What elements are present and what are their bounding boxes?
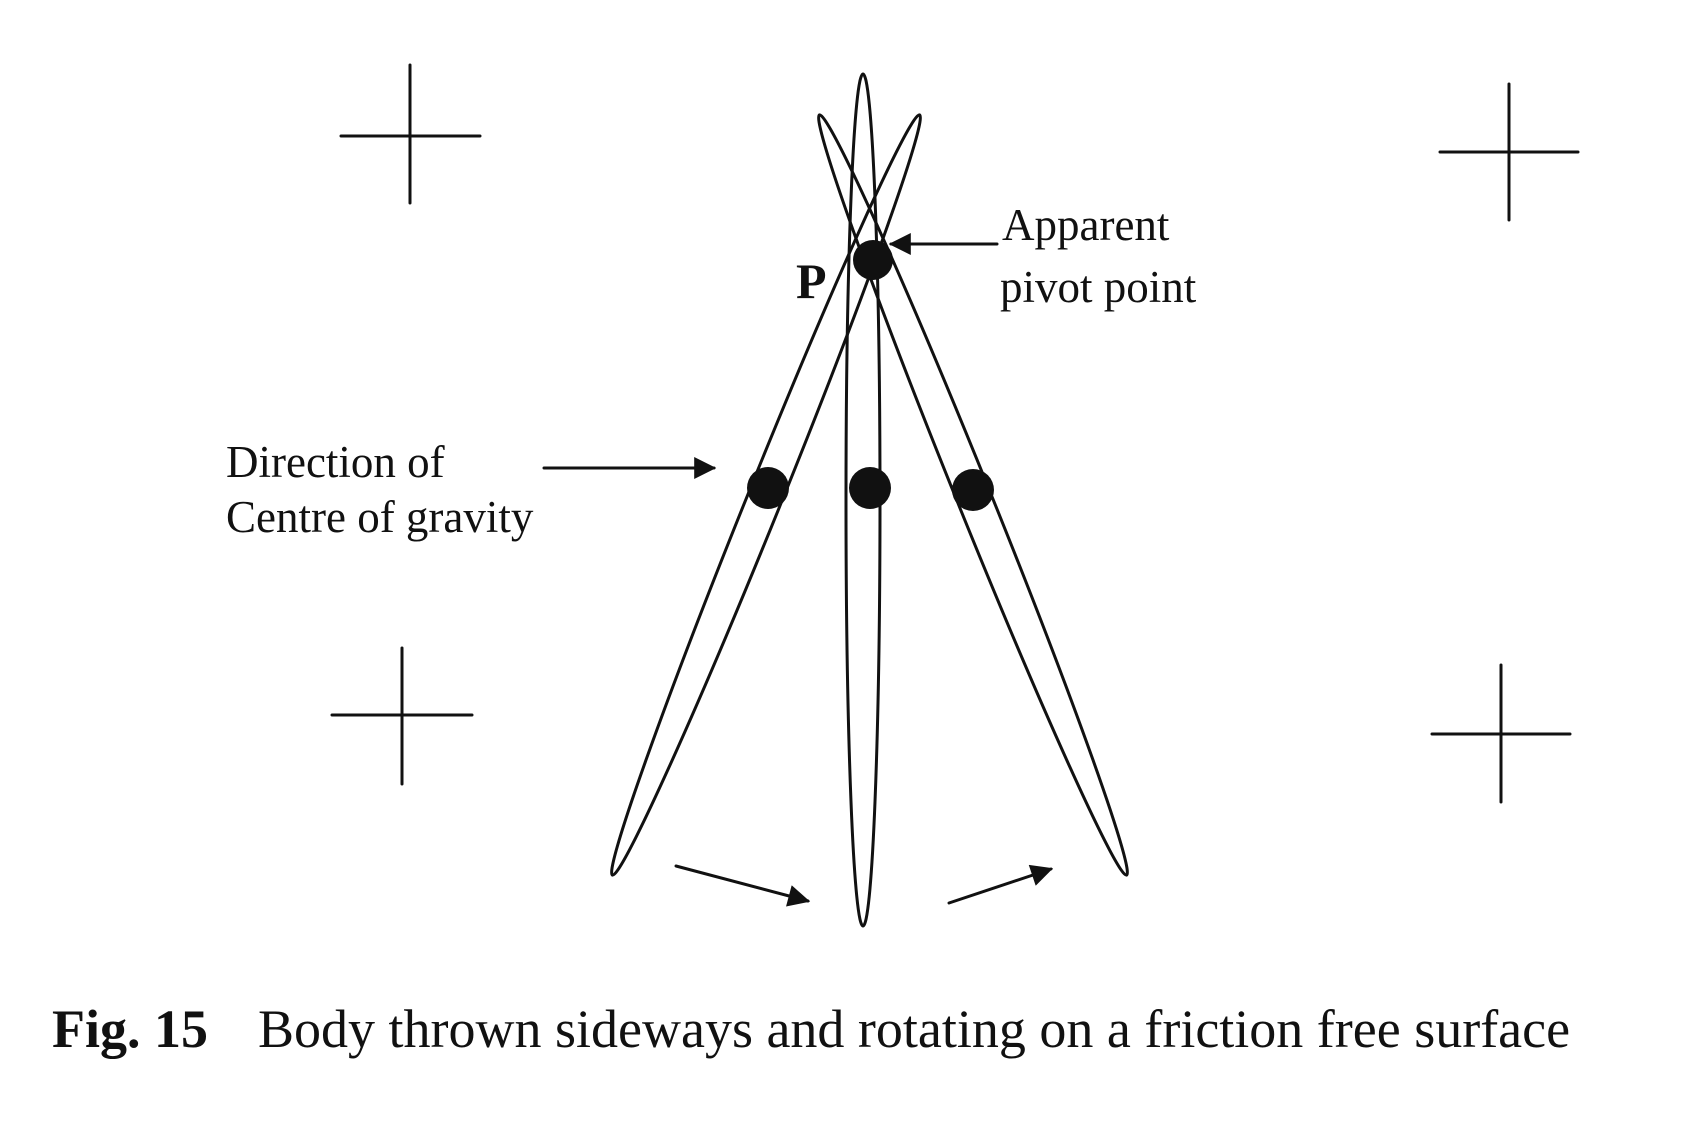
figure-caption-text: Body thrown sideways and rotating on a f… <box>258 999 1570 1059</box>
pivot-annotation-line-2: pivot point <box>1000 262 1197 312</box>
centre-of-gravity-right <box>952 469 994 511</box>
pivot-point-dot <box>853 240 893 280</box>
centre-of-gravity-center <box>849 467 891 509</box>
pivot-label: P <box>796 253 827 309</box>
reference-cross-bottom-left <box>330 646 474 786</box>
reference-cross-top-right <box>1438 82 1580 222</box>
pivot-annotation-line-1: Apparent <box>1002 200 1170 250</box>
reference-cross-bottom-right <box>1430 663 1572 804</box>
reference-cross-top-left <box>339 63 482 205</box>
figure-caption: Fig. 15 Body thrown sideways and rotatin… <box>52 999 1570 1059</box>
rotation-arrow-right <box>947 864 1054 905</box>
rotation-arrow-left <box>674 864 811 907</box>
cg-annotation-line-1: Direction of <box>226 437 445 487</box>
figure-number: Fig. 15 <box>52 999 208 1059</box>
cg-annotation-line-2: Centre of gravity <box>226 492 534 542</box>
centre-of-gravity-left <box>747 467 789 509</box>
